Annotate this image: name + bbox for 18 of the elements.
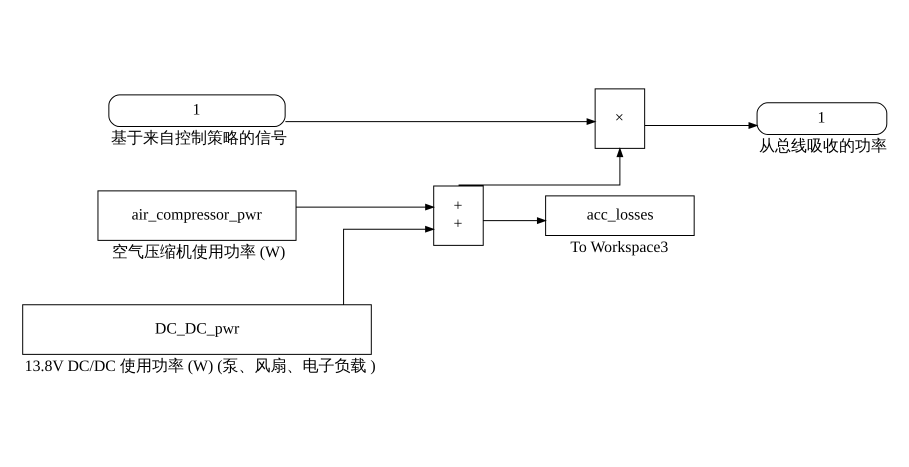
arrow <box>343 226 436 306</box>
node-label: 空气压缩机使用功率 (W) <box>112 244 286 262</box>
arrow <box>458 147 624 186</box>
node-box: 1 <box>108 94 286 128</box>
node-box: + + <box>433 185 484 246</box>
node-box: acc_losses <box>545 195 695 236</box>
arrow <box>644 122 758 130</box>
node-label: To Workspace3 <box>570 239 668 256</box>
node-box: 1 <box>756 102 888 135</box>
node-box: DC_DC_pwr <box>22 304 372 355</box>
node-label: 从总线吸收的功率 <box>759 138 888 156</box>
node-label: 13.8V DC/DC 使用功率 (W) (泵、风扇、电子负载 ) <box>24 358 376 375</box>
arrow <box>284 118 597 126</box>
arrow <box>482 217 547 224</box>
node-label: 基于来自控制策略的信号 <box>110 130 287 148</box>
arrow <box>296 204 436 211</box>
node-box: × <box>594 88 646 149</box>
node-box: air_compressor_pwr <box>97 190 297 241</box>
